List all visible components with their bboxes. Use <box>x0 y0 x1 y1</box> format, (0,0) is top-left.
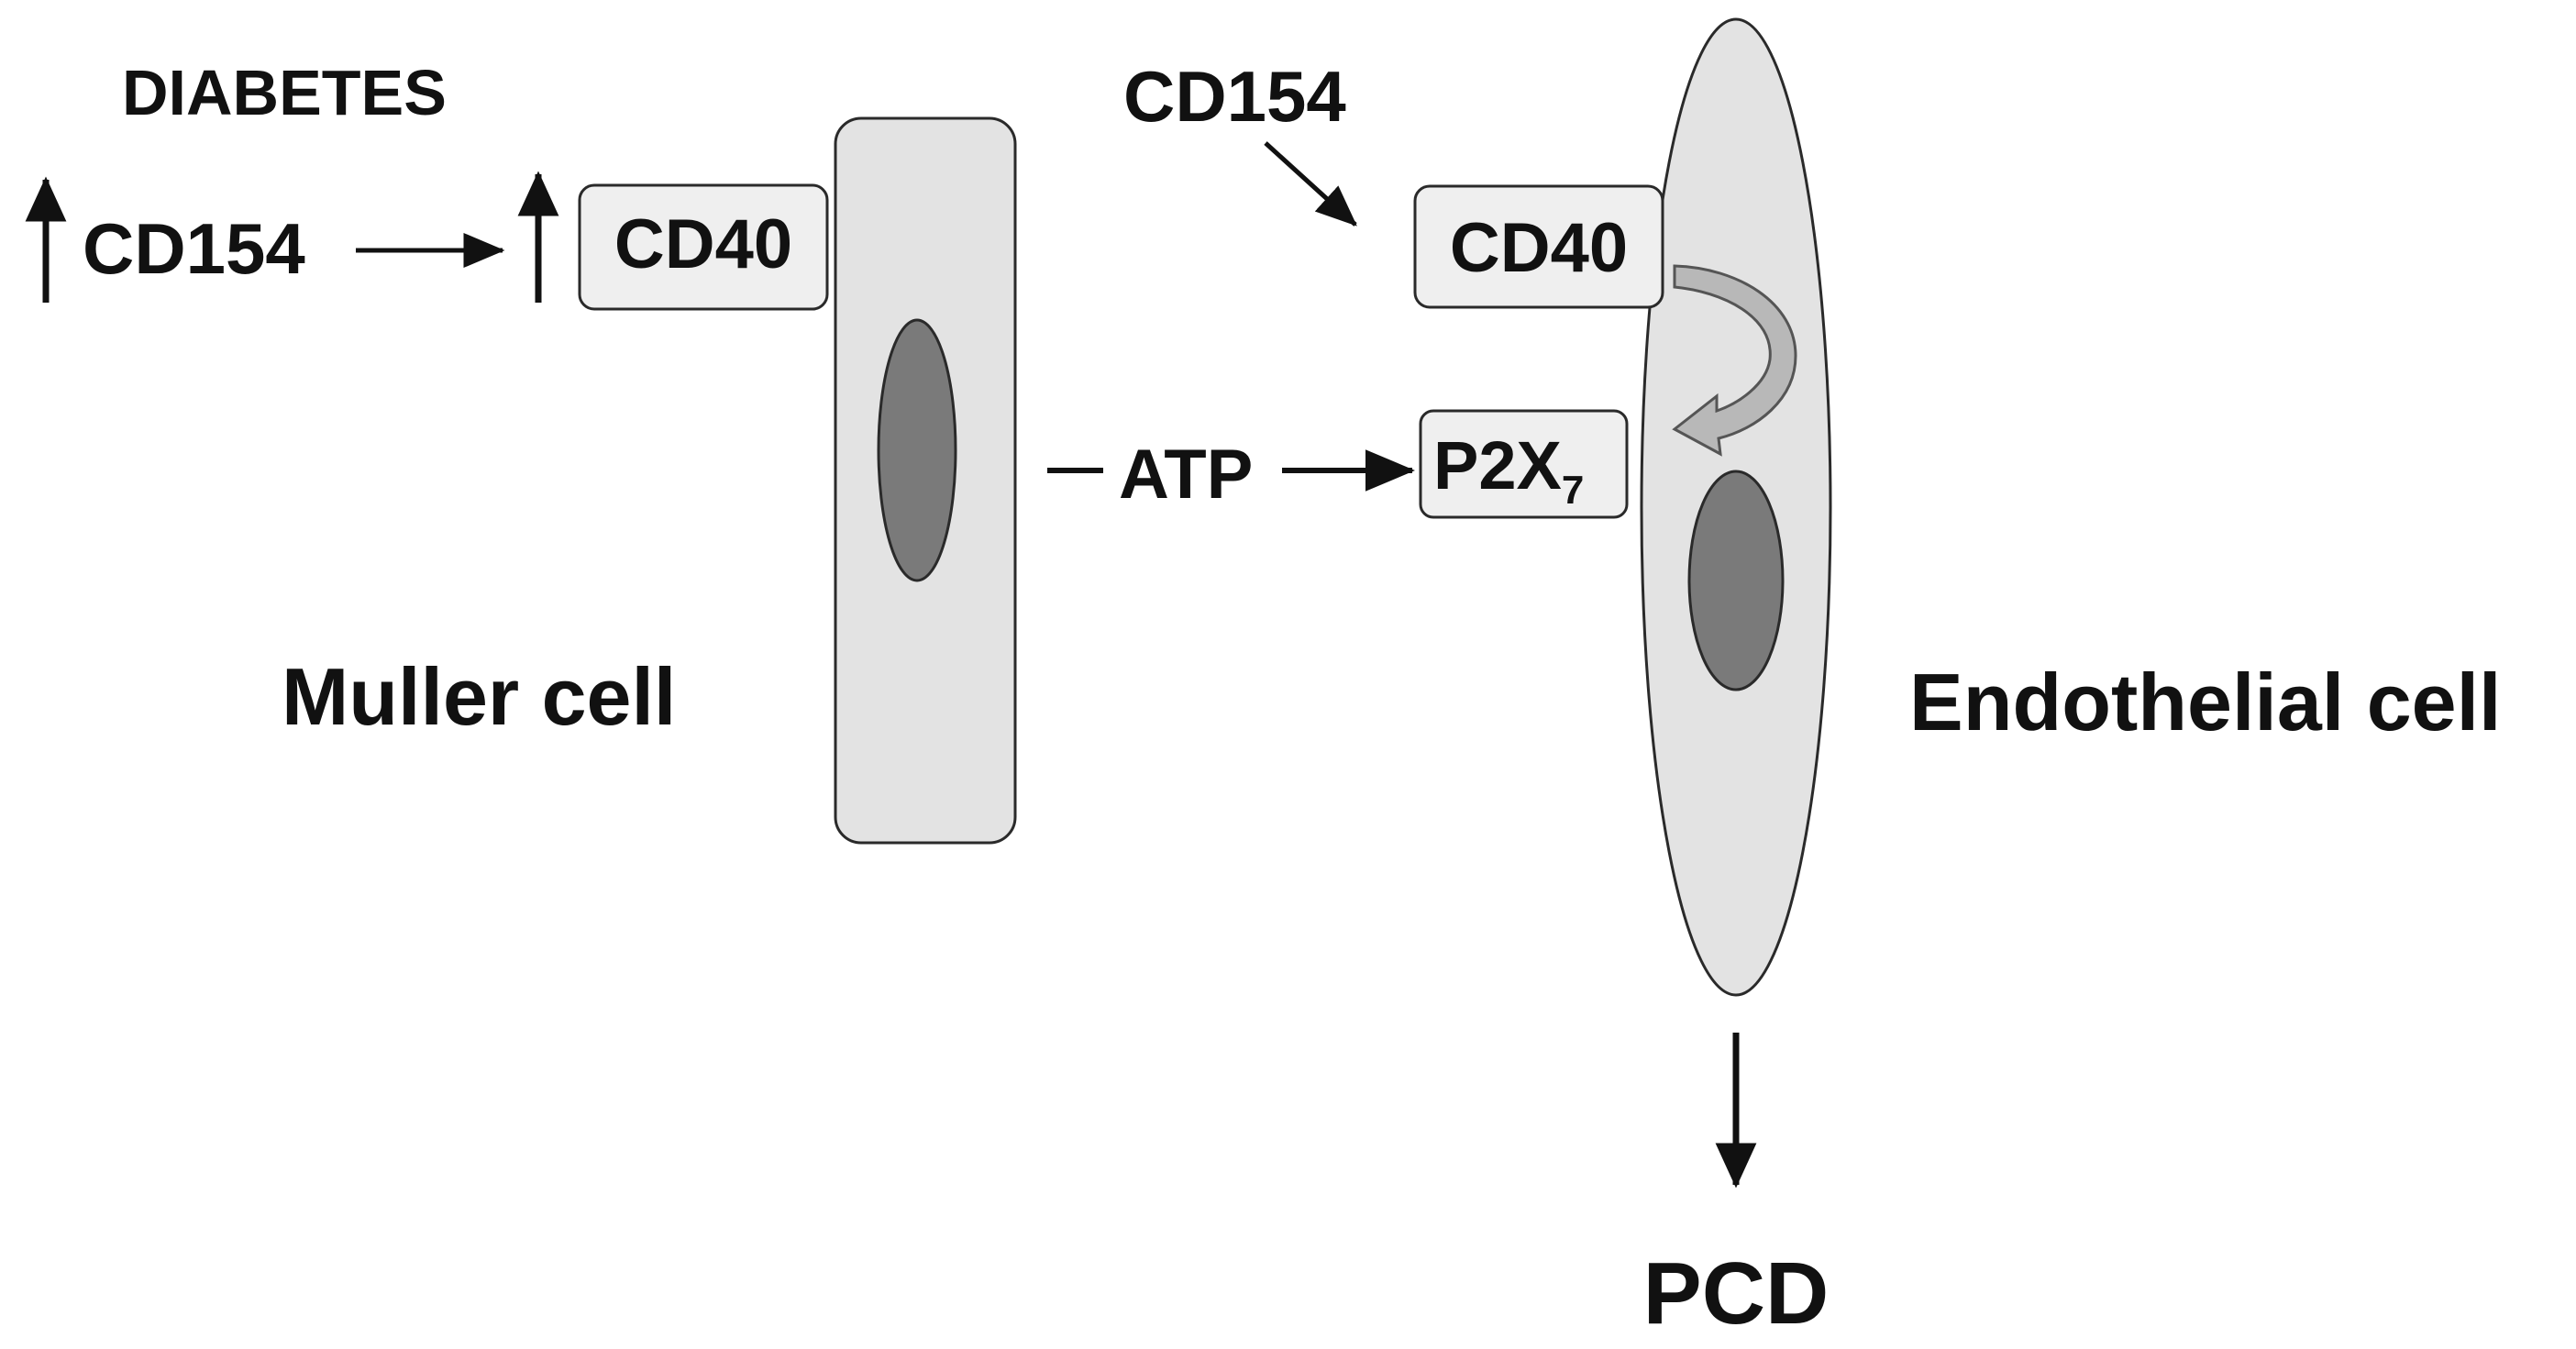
atp-label: ATP <box>1119 436 1253 514</box>
endothelial-cd40-receptor-box <box>1413 184 1664 309</box>
p2x7-subscript: 7 <box>1562 468 1584 513</box>
pcd-label: PCD <box>1643 1244 1830 1343</box>
muller-cell-label: Muller cell <box>282 651 676 742</box>
cd154-left-label: CD154 <box>83 208 305 289</box>
cd154-to-endothelial-cd40-arrow <box>1264 141 1357 227</box>
endothelial-cell-nucleus <box>1687 470 1785 691</box>
muller-cd40-receptor-box <box>578 183 829 311</box>
p2x7-receptor-box <box>1419 409 1629 519</box>
endothelial-cd40-label: CD40 <box>1450 209 1628 287</box>
diabetes-label: DIABETES <box>122 57 447 128</box>
p2x7-main-text: P2X <box>1433 427 1562 503</box>
cd154-right-label: CD154 <box>1123 56 1346 137</box>
muller-cd40-label: CD40 <box>614 205 792 283</box>
endothelial-cell-label: Endothelial cell <box>1909 657 2501 747</box>
muller-cell-nucleus <box>877 318 957 582</box>
cd40-to-p2x7-curved-arrow <box>1672 264 1797 457</box>
p2x7-label: P2X7 <box>1433 427 1584 513</box>
